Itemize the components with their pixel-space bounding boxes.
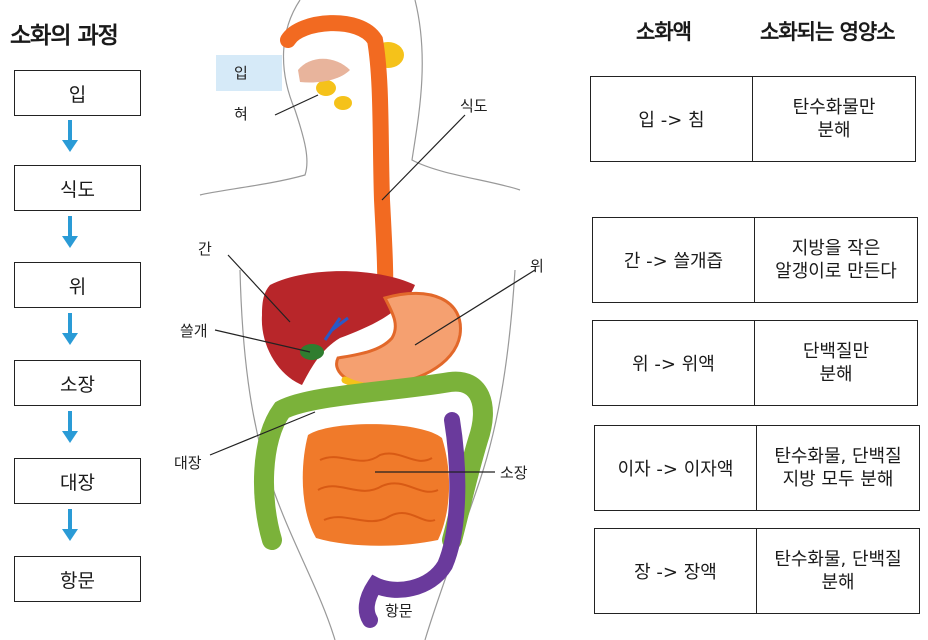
juice-cell: 간 -> 쓸개즙 xyxy=(593,218,755,302)
table-row: 이자 -> 이자액 탄수화물, 단백질 지방 모두 분해 xyxy=(594,425,920,511)
nutrient-cell: 탄수화물, 단백질 분해 xyxy=(757,529,919,613)
nutrient-cell: 지방을 작은 알갱이로 만든다 xyxy=(755,218,917,302)
label-stomach: 위 xyxy=(530,257,544,275)
label-esophagus: 식도 xyxy=(460,97,488,115)
nutrient-line: 분해 xyxy=(819,364,853,385)
label-tongue: 혀 xyxy=(234,105,248,123)
label-small-intestine: 소장 xyxy=(500,464,528,482)
juice-cell: 위 -> 위액 xyxy=(593,321,755,405)
nutrient-line: 탄수화물만 xyxy=(792,96,876,118)
digestive-system-illustration xyxy=(199,0,536,640)
table-row: 입 -> 침 탄수화물만 분해 xyxy=(590,76,916,162)
digestive-system-diagram: 입 혀 식도 간 쓸개 위 대장 소장 항문 xyxy=(160,0,600,640)
table-row: 위 -> 위액 단백질만 분해 xyxy=(592,320,918,406)
arrow-down-icon xyxy=(62,509,78,541)
nutrient-line: 탄수화물, 단백질 xyxy=(774,548,902,570)
nutrient-line: 지방을 작은 xyxy=(791,237,881,259)
label-gallbladder: 쓸개 xyxy=(180,322,208,340)
juice-cell: 이자 -> 이자액 xyxy=(595,426,757,510)
nutrient-column-title: 소화되는 영양소 xyxy=(760,20,896,44)
nutrient-line: 분해 xyxy=(821,572,855,593)
juice-column-title: 소화액 xyxy=(636,20,692,44)
nutrient-cell: 탄수화물, 단백질 지방 모두 분해 xyxy=(757,426,919,510)
juice-cell: 장 -> 장액 xyxy=(595,529,757,613)
table-row: 간 -> 쓸개즙 지방을 작은 알갱이로 만든다 xyxy=(592,217,918,303)
nutrient-line: 지방 모두 분해 xyxy=(782,469,894,490)
label-mouth: 입 xyxy=(234,64,248,82)
nutrient-cell: 단백질만 분해 xyxy=(755,321,917,405)
label-liver: 간 xyxy=(198,240,212,258)
label-large-intestine: 대장 xyxy=(174,454,202,472)
step-mouth: 입 xyxy=(14,70,141,116)
step-anus: 항문 xyxy=(14,556,141,602)
step-large-intestine: 대장 xyxy=(14,458,141,504)
juice-cell: 입 -> 침 xyxy=(591,77,753,161)
step-small-intestine: 소장 xyxy=(14,360,141,406)
nutrient-line: 알갱이로 만든다 xyxy=(775,261,897,282)
step-esophagus: 식도 xyxy=(14,165,141,211)
arrow-down-icon xyxy=(62,313,78,345)
arrow-down-icon xyxy=(62,411,78,443)
arrow-down-icon xyxy=(62,120,78,152)
nutrient-line: 단백질만 xyxy=(802,340,870,362)
process-title: 소화의 과정 xyxy=(10,23,119,49)
nutrient-cell: 탄수화물만 분해 xyxy=(753,77,915,161)
nutrient-line: 분해 xyxy=(817,120,851,141)
table-row: 장 -> 장액 탄수화물, 단백질 분해 xyxy=(594,528,920,614)
arrow-down-icon xyxy=(62,216,78,248)
label-anus: 항문 xyxy=(385,602,413,620)
nutrient-line: 탄수화물, 단백질 xyxy=(774,445,902,467)
step-stomach: 위 xyxy=(14,262,141,308)
